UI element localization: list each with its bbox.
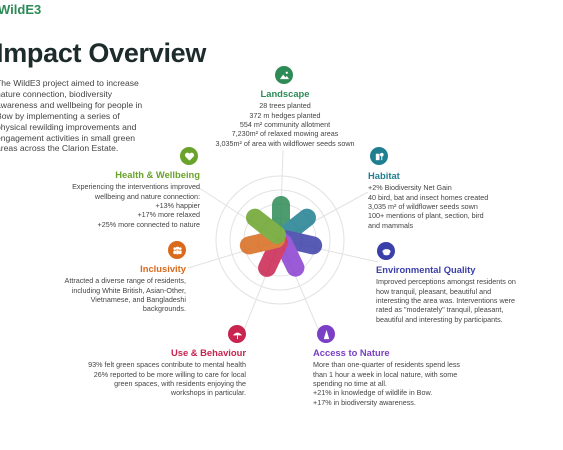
section-line: Improved perceptions amongst residents o… [376,277,516,287]
section-environmental-quality: Environmental Quality Improved perceptio… [376,264,546,324]
health-wellbeing-icon [180,147,198,165]
section-title: Use & Behaviour [170,347,246,358]
section-title: Access to Nature [313,347,390,358]
section-use-behaviour: Use & Behaviour 93% felt green spaces co… [40,347,246,398]
section-title: Health & Wellbeing [115,169,200,180]
intro-text: The WildE3 project aimed to increase nat… [0,78,143,154]
section-line: wellbeing and nature connection: [94,191,200,201]
section-title: Environmental Quality [376,264,476,275]
section-title: Inclusivity [140,263,186,274]
section-title: Landscape [260,88,310,99]
section-line: workshops in particular. [170,388,246,398]
section-line: than 1 hour a week in local nature, with… [313,369,458,379]
habitat-icon [370,147,388,165]
section-line: 3,035m² of area with wildflower seeds so… [215,138,355,148]
section-line: +13% happier [155,200,200,210]
section-line: Experiencing the interventions improved [72,182,200,192]
section-line: green spaces, with residents enjoying th… [114,378,246,388]
section-inclusivity: Inclusivity Attracted a diverse range of… [60,263,186,314]
section-line: 26% reported to be more willing to care … [93,369,246,379]
section-line: +25% more connected to nature [97,219,201,229]
section-access-to-nature: Access to Nature More than one-quarter o… [313,347,503,407]
section-line: 40 bird, bat and insect homes created [368,192,489,202]
section-line: 554 m² community allotment [239,119,331,129]
section-line: +17% more relaxed [137,210,200,220]
section-title: Habitat [368,170,400,181]
section-line: 3,035 m² of wildflower seeds sown [368,201,478,211]
section-line: rated as "moderately" tranquil, pleasant… [376,305,504,315]
landscape-icon [275,66,293,84]
environmental-quality-icon [377,242,395,260]
section-line: 28 trees planted [259,101,311,111]
section-line: interesting the area was. Interventions … [376,295,516,305]
page-title: Impact Overview [0,38,207,68]
section-line: beautiful and interesting by participant… [376,314,503,324]
section-line: 100+ mentions of plant, section, bird [368,211,484,221]
section-line: spending no time at all. [313,378,387,388]
brand-name: WildE3 [0,2,42,17]
section-line: +17% in biodiversity awareness. [313,397,416,407]
use-behaviour-icon [228,325,246,343]
section-line: Attracted a diverse range of residents, … [64,276,186,314]
section-line: +21% in knowledge of wildlife in Bow. [313,388,433,398]
section-line: More than one-quarter of residents spend… [313,360,461,370]
inclusivity-icon [168,241,186,259]
petal-health-wellbeing [245,208,287,244]
section-line: +2% Biodiversity Net Gain [368,183,452,193]
section-landscape: Landscape 28 trees planted 372 m hedges … [185,88,385,148]
access-to-nature-icon [317,325,335,343]
section-line: 372 m hedges planted [249,110,321,120]
section-line: 7,230m² of relaxed mowing areas [231,129,339,139]
section-health-wellbeing: Health & Wellbeing Experiencing the inte… [40,169,200,229]
section-line: and mammals [368,220,414,230]
section-line: 93% felt green spaces contribute to ment… [88,360,246,370]
section-habitat: Habitat +2% Biodiversity Net Gain 40 bir… [368,170,528,230]
section-line: how tranquil, pleasant, beautiful and [376,286,492,296]
